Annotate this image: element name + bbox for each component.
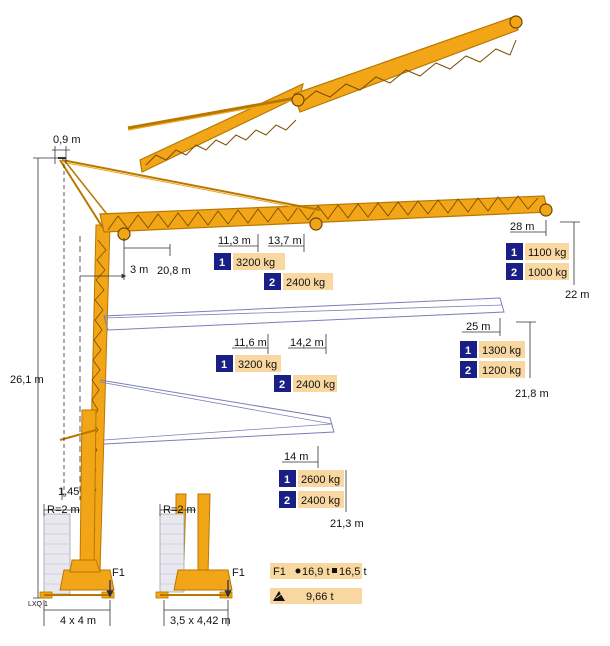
small-offset-label: 1,45 bbox=[58, 486, 79, 498]
jib3-tip-label: 14 m bbox=[284, 451, 308, 463]
ballast-radius-b-label: R=2 m bbox=[163, 504, 196, 516]
svg-text:1: 1 bbox=[219, 257, 225, 269]
ballast-radius-a-label: R=2 m bbox=[47, 504, 80, 516]
base-a bbox=[39, 488, 115, 626]
f1-b-label: F1 bbox=[232, 567, 245, 579]
svg-text:2400 kg: 2400 kg bbox=[296, 379, 335, 391]
jib2-mid-label: 14,2 m bbox=[290, 337, 324, 349]
svg-text:1: 1 bbox=[221, 359, 227, 371]
svg-text:1300 kg: 1300 kg bbox=[482, 345, 521, 357]
height-label: 26,1 m bbox=[10, 374, 44, 386]
load-badge-pos1-b: 2 2400 kg bbox=[264, 273, 333, 290]
crane-mast bbox=[59, 159, 111, 573]
load-badge-tip1-a: 1 1100 kg bbox=[506, 243, 569, 260]
jib-position-2 bbox=[103, 297, 505, 331]
offset-label: 3 m bbox=[130, 264, 148, 276]
load-badge-pos1-a: 1 3200 kg bbox=[214, 253, 285, 270]
f1-value-b: 16,5 t bbox=[339, 566, 367, 578]
f1-value-a: 16,9 t bbox=[302, 566, 330, 578]
svg-text:2: 2 bbox=[279, 379, 285, 391]
jib1-mid-label: 13,7 m bbox=[268, 235, 302, 247]
base-b-label: 3,5 x 4,42 m bbox=[170, 615, 231, 627]
load-badge-pos3-b: 2 2400 kg bbox=[279, 491, 344, 508]
svg-text:3200 kg: 3200 kg bbox=[236, 257, 275, 269]
svg-text:3200 kg: 3200 kg bbox=[238, 359, 277, 371]
svg-text:2400 kg: 2400 kg bbox=[286, 277, 325, 289]
folded-boom bbox=[127, 15, 523, 173]
tip1-markers bbox=[510, 220, 580, 285]
svg-text:1200 kg: 1200 kg bbox=[482, 365, 521, 377]
jib1-tip-label: 28 m bbox=[510, 221, 534, 233]
tip3-markers bbox=[282, 446, 347, 512]
base-a-label: 4 x 4 m bbox=[60, 615, 96, 627]
jib2-tip-height-label: 21,8 m bbox=[515, 388, 549, 400]
svg-text:1: 1 bbox=[465, 345, 471, 357]
radius-main-label: 20,8 m bbox=[157, 265, 191, 277]
model-code-label: LXQ 1 bbox=[28, 601, 48, 608]
load-badge-pos2-b: 2 2400 kg bbox=[274, 375, 337, 392]
base-b bbox=[155, 493, 233, 626]
jib-position-3 bbox=[99, 379, 335, 445]
svg-text:2600 kg: 2600 kg bbox=[301, 474, 340, 486]
svg-text:2: 2 bbox=[269, 277, 275, 289]
info-weight-row: 9,66 t bbox=[270, 588, 362, 604]
jib2-small-label: 11,6 m bbox=[234, 337, 267, 349]
svg-text:2: 2 bbox=[511, 267, 517, 279]
pos1-reach-markers bbox=[218, 234, 305, 252]
load-badge-pos3-a: 1 2600 kg bbox=[279, 470, 344, 487]
load-badge-pos2-a: 1 3200 kg bbox=[216, 355, 281, 372]
svg-text:2: 2 bbox=[465, 365, 471, 377]
info-f1-row: F1 16,9 t 16,5 t bbox=[270, 563, 367, 579]
svg-text:1: 1 bbox=[511, 247, 517, 259]
crane-weight-icon bbox=[273, 591, 285, 601]
square-bullet-icon bbox=[332, 568, 337, 573]
svg-text:1100 kg: 1100 kg bbox=[528, 247, 566, 259]
f1-a-label: F1 bbox=[112, 567, 125, 579]
circle-bullet-icon bbox=[295, 568, 301, 574]
main-jib bbox=[58, 157, 553, 241]
pos2-reach-markers bbox=[232, 334, 327, 354]
weight-value: 9,66 t bbox=[306, 591, 334, 603]
jib3-tip-height-label: 21,3 m bbox=[330, 518, 364, 530]
jib1-small-label: 11,3 m bbox=[218, 235, 251, 247]
height-dimension bbox=[33, 146, 81, 599]
f1-info-label: F1 bbox=[273, 566, 286, 578]
top-width-label: 0,9 m bbox=[53, 134, 81, 146]
load-badge-tip1-b: 2 1000 kg bbox=[506, 263, 569, 280]
jib1-tip-height-label: 22 m bbox=[565, 289, 589, 301]
tip2-markers bbox=[462, 318, 536, 378]
load-badge-tip2-a: 1 1300 kg bbox=[460, 341, 525, 358]
radius-dimension bbox=[80, 238, 171, 280]
svg-text:2: 2 bbox=[284, 495, 290, 507]
load-badge-tip2-b: 2 1200 kg bbox=[460, 361, 525, 378]
svg-text:1000 kg: 1000 kg bbox=[528, 267, 567, 279]
svg-text:2400 kg: 2400 kg bbox=[301, 495, 340, 507]
jib2-tip-label: 25 m bbox=[466, 321, 490, 333]
svg-text:1: 1 bbox=[284, 474, 290, 486]
